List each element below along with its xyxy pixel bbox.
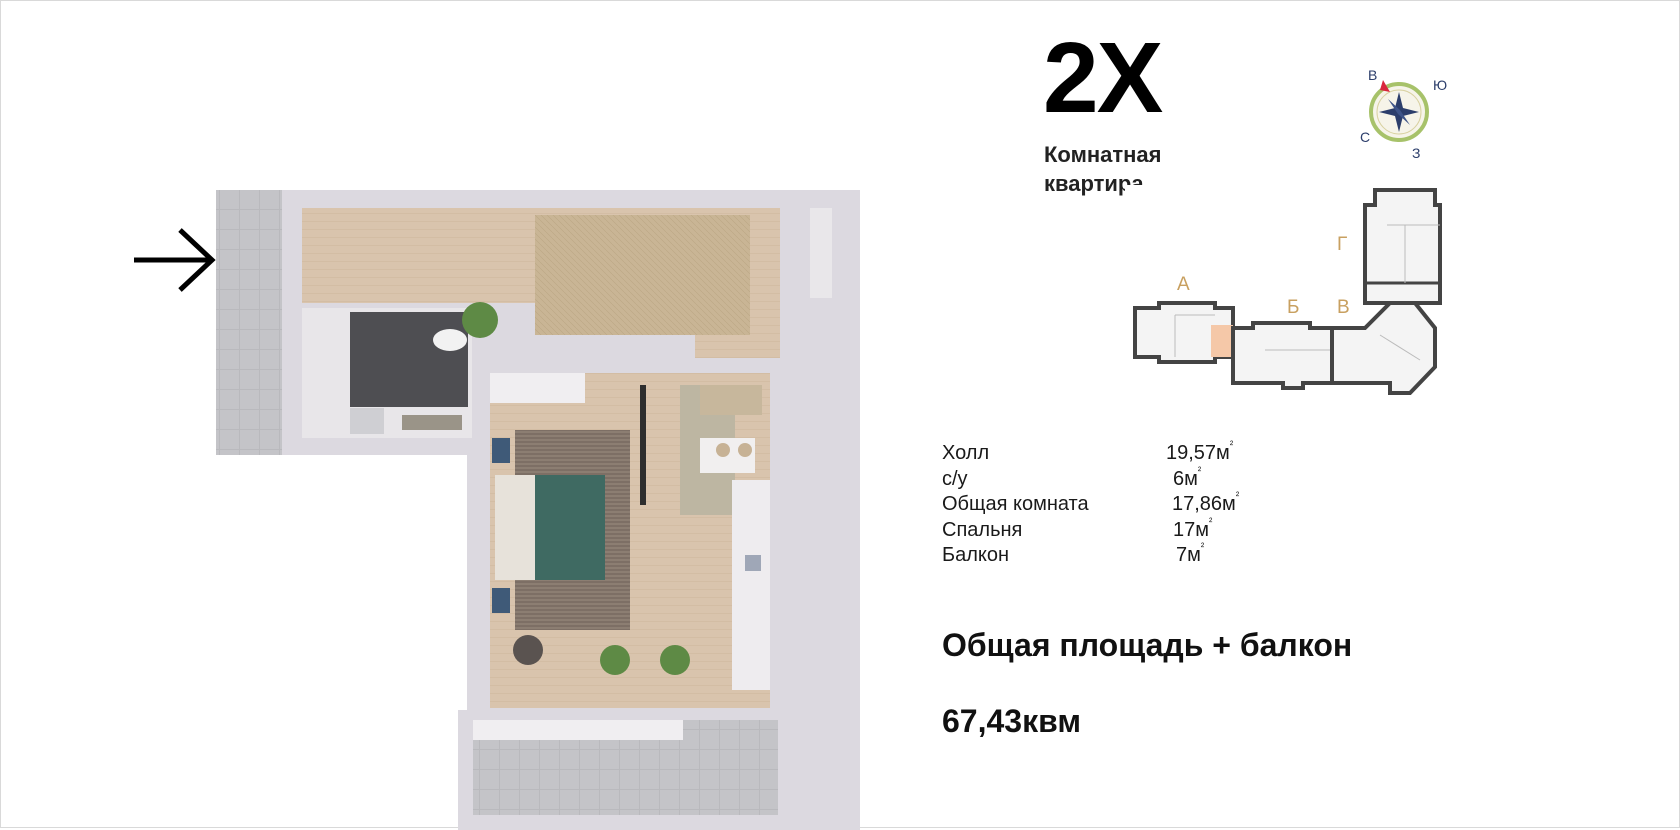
room-area: 7м² xyxy=(1176,542,1205,566)
armchair xyxy=(513,635,543,665)
section-g-outline xyxy=(1363,188,1442,305)
section-label-a: А xyxy=(1177,274,1190,295)
nightstand-top xyxy=(492,438,510,463)
section-label-b: Б xyxy=(1287,297,1299,318)
room-area: 6м² xyxy=(1173,465,1202,490)
kitchen-counter xyxy=(732,480,770,690)
sofa xyxy=(700,385,762,415)
room-name: Спальня xyxy=(942,518,1023,541)
entry-tiles xyxy=(216,190,282,455)
nightstand-bottom xyxy=(492,588,510,613)
room-name: с/у xyxy=(942,467,968,490)
floor-plan xyxy=(216,190,860,830)
bathroom-floor xyxy=(350,312,468,407)
room-area: 17,86м² xyxy=(1172,491,1240,515)
bath-shelf xyxy=(402,415,462,430)
room-name: Балкон xyxy=(942,544,1010,566)
plant-hall xyxy=(462,302,498,338)
section-label-v: В xyxy=(1337,297,1350,318)
sink xyxy=(350,408,384,434)
bed-pillows xyxy=(495,475,535,580)
room-name: Холл xyxy=(942,442,990,464)
tv-panel xyxy=(640,385,646,505)
room-area: 17м² xyxy=(1173,516,1213,541)
plant-bedroom xyxy=(600,645,630,675)
compass-icon: В Ю З С xyxy=(1360,67,1447,161)
compass-label-east: Ю xyxy=(1433,77,1447,93)
compass-north-marker xyxy=(1380,80,1390,92)
compass-label-north: В xyxy=(1368,67,1377,83)
bedroom-wall-stub xyxy=(490,373,585,403)
total-area-label: Общая площадь + балкон xyxy=(942,627,1353,663)
balcony-railing xyxy=(473,720,683,740)
subtitle-line-1: Комнатная xyxy=(1044,142,1162,167)
compass-label-south: З xyxy=(1412,145,1420,161)
kitchen-sink xyxy=(745,555,761,571)
section-b-outline xyxy=(1231,321,1334,390)
plate-1 xyxy=(716,443,730,457)
total-area-value: 67,43квм xyxy=(942,703,1082,739)
toilet xyxy=(433,329,467,351)
room-name: Общая комната xyxy=(942,493,1089,515)
apartment-subtitle: Комнатная квартира xyxy=(1044,140,1162,198)
plant-living xyxy=(660,645,690,675)
section-v-outline xyxy=(1330,301,1437,395)
entrance-arrow-icon xyxy=(134,228,216,292)
hall-niche xyxy=(810,208,832,298)
apartment-highlight xyxy=(1211,325,1233,357)
plate-2 xyxy=(738,443,752,457)
compass-label-west: С xyxy=(1360,129,1370,145)
section-label-g: Г xyxy=(1337,234,1347,255)
building-schema: А Б В Г xyxy=(1125,185,1465,415)
room-area: 19,57м² xyxy=(1166,440,1234,464)
apartment-type-title: 2Х xyxy=(1043,22,1163,134)
hall-carpet xyxy=(535,215,750,335)
